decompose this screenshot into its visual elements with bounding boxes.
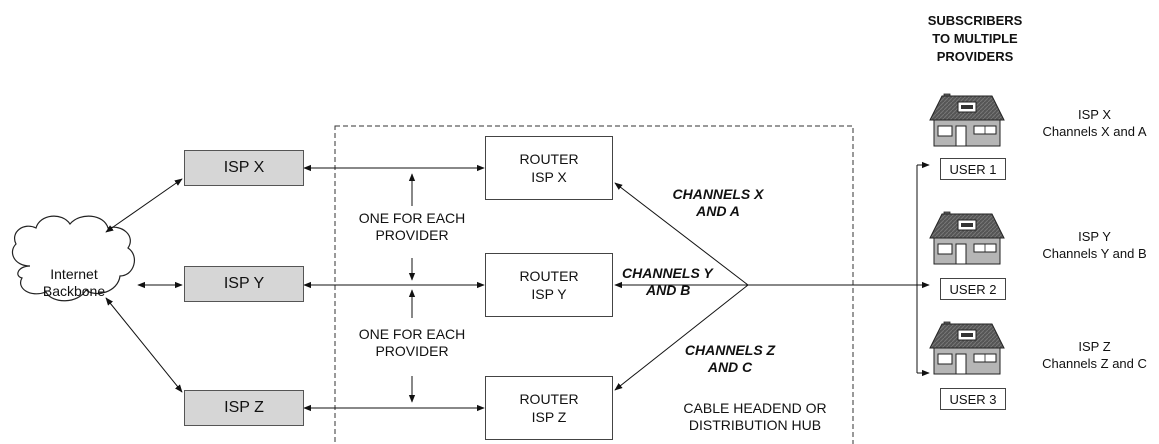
arrow-junction-router-x: [614, 182, 749, 286]
house-icon-user-1: [929, 93, 1005, 147]
router-isp-z-box: ROUTER ISP Z: [485, 376, 613, 440]
headend-line1: CABLE HEADEND OR: [683, 400, 827, 416]
internet-backbone-label: Internet Backbone: [34, 266, 114, 300]
isp-x-label: ISP X: [223, 159, 265, 176]
user-1-channels: Channels X and A: [1042, 124, 1147, 139]
user-1-label: USER 1: [949, 161, 997, 177]
arrow-cloud-isp-x: [105, 178, 183, 233]
router-isp-x-line2: ISP X: [531, 169, 567, 185]
internet-backbone-line2: Backbone: [42, 283, 106, 299]
isp-z-label: ISP Z: [224, 399, 264, 416]
channels-y-line2: AND B: [646, 282, 691, 298]
headend-label: CABLE HEADEND OR DISTRIBUTION HUB: [680, 400, 830, 434]
channels-z-label: CHANNELS Z AND C: [680, 342, 780, 376]
channels-z-line1: CHANNELS Z: [684, 342, 776, 358]
user-1-isp: ISP X: [1077, 107, 1111, 122]
note-1-line1: ONE FOR EACH: [358, 210, 466, 226]
isp-x-box: ISP X: [184, 150, 304, 186]
user-2-channels: Channels Y and B: [1042, 246, 1147, 261]
subscribers-title-line2: TO MULTIPLE: [932, 31, 1018, 46]
channels-x-label: CHANNELS X AND A: [672, 186, 764, 220]
subscribers-title-line3: PROVIDERS: [936, 49, 1014, 64]
user-2-box: USER 2: [940, 278, 1006, 300]
note-one-for-each-2: ONE FOR EACH PROVIDER: [346, 326, 478, 360]
subscribers-title-line1: SUBSCRIBERS: [927, 13, 1023, 28]
note-one-for-each-1: ONE FOR EACH PROVIDER: [346, 210, 478, 244]
isp-y-label: ISP Y: [223, 275, 265, 292]
router-isp-x-line1: ROUTER: [519, 151, 579, 167]
channels-y-label: CHANNELS Y AND B: [622, 265, 714, 299]
user-1-box: USER 1: [940, 158, 1006, 180]
user-3-isp: ISP Z: [1078, 339, 1111, 354]
headend-line2: DISTRIBUTION HUB: [688, 417, 822, 433]
note-1-line2: PROVIDER: [375, 227, 449, 243]
isp-z-box: ISP Z: [184, 390, 304, 426]
subscribers-title: SUBSCRIBERS TO MULTIPLE PROVIDERS: [920, 12, 1030, 66]
router-isp-x-box: ROUTER ISP X: [485, 136, 613, 200]
router-isp-y-line1: ROUTER: [519, 268, 579, 284]
arrow-junction-router-z: [614, 284, 749, 391]
router-isp-z-line1: ROUTER: [519, 391, 579, 407]
internet-cloud-icon: [11, 215, 136, 302]
router-isp-z-line2: ISP Z: [531, 409, 567, 425]
arrow-cloud-isp-z: [105, 297, 183, 393]
internet-backbone-line1: Internet: [50, 266, 98, 282]
user-3-channels: Channels Z and C: [1042, 356, 1147, 371]
user-3-label: USER 3: [949, 391, 997, 407]
router-isp-y-box: ROUTER ISP Y: [485, 253, 613, 317]
user-2-description: ISP Y Channels Y and B: [1030, 228, 1159, 262]
note-2-line2: PROVIDER: [375, 343, 449, 359]
user-2-label: USER 2: [949, 281, 997, 297]
channels-z-line2: AND C: [707, 359, 753, 375]
user-1-description: ISP X Channels X and A: [1030, 106, 1159, 140]
channels-x-line1: CHANNELS X: [672, 186, 764, 202]
user-3-description: ISP Z Channels Z and C: [1030, 338, 1159, 372]
channels-y-line1: CHANNELS Y: [622, 265, 713, 281]
user-3-box: USER 3: [940, 388, 1006, 410]
house-icon-user-3: [929, 321, 1005, 375]
note-2-line1: ONE FOR EACH: [358, 326, 466, 342]
router-isp-y-line2: ISP Y: [531, 286, 567, 302]
user-2-isp: ISP Y: [1078, 229, 1111, 244]
house-icon-user-2: [929, 211, 1005, 265]
isp-y-box: ISP Y: [184, 266, 304, 302]
channels-x-line2: AND A: [696, 203, 740, 219]
